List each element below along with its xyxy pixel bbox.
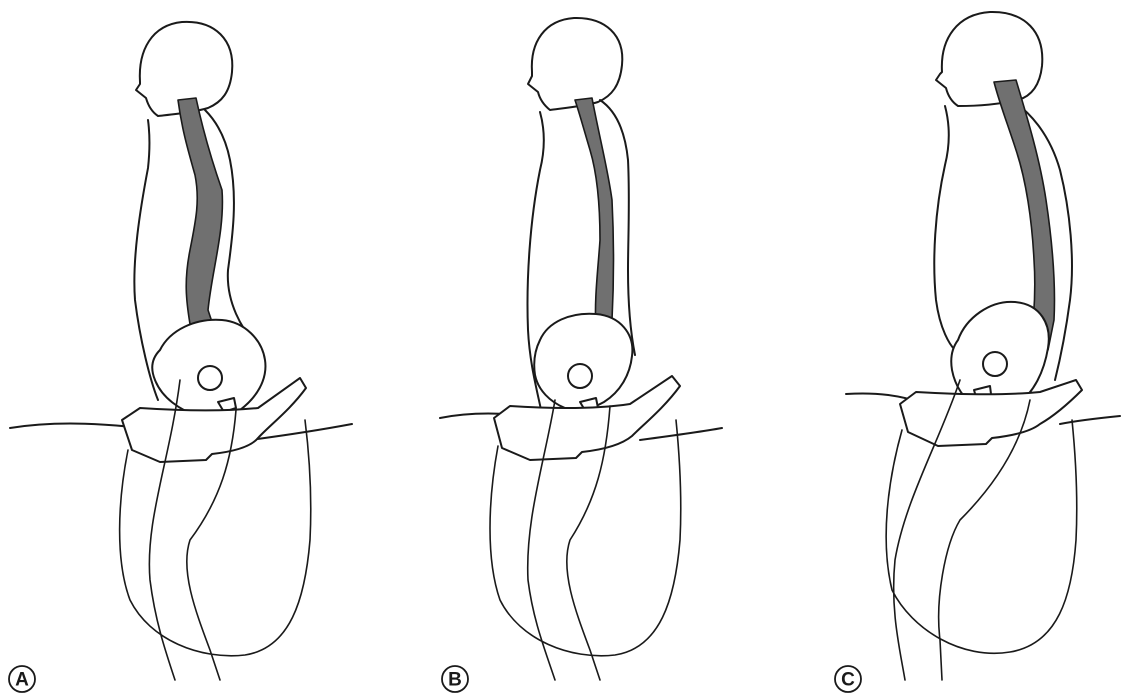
- panel-b-label: B: [448, 670, 462, 691]
- panel-b-figure: B: [440, 18, 722, 692]
- panel-a-label: A: [15, 670, 29, 691]
- panel-c-pelvis-hole: [983, 352, 1007, 376]
- panel-c-badge: C: [835, 666, 861, 692]
- panel-c-head: [936, 12, 1042, 106]
- panel-b-badge: B: [442, 666, 468, 692]
- panel-c-figure: C: [835, 12, 1120, 692]
- panel-a-spine: [178, 98, 222, 324]
- panel-c-label: C: [841, 670, 855, 691]
- panel-b-pelvis: [534, 314, 632, 410]
- panel-a-pelvis-hole: [198, 366, 222, 390]
- panel-a-badge: A: [9, 666, 35, 692]
- panel-b-head: [528, 18, 622, 110]
- panel-b-pelvis-hole: [568, 364, 592, 388]
- panel-b-spine: [575, 98, 614, 330]
- panel-a-figure: A: [9, 22, 352, 692]
